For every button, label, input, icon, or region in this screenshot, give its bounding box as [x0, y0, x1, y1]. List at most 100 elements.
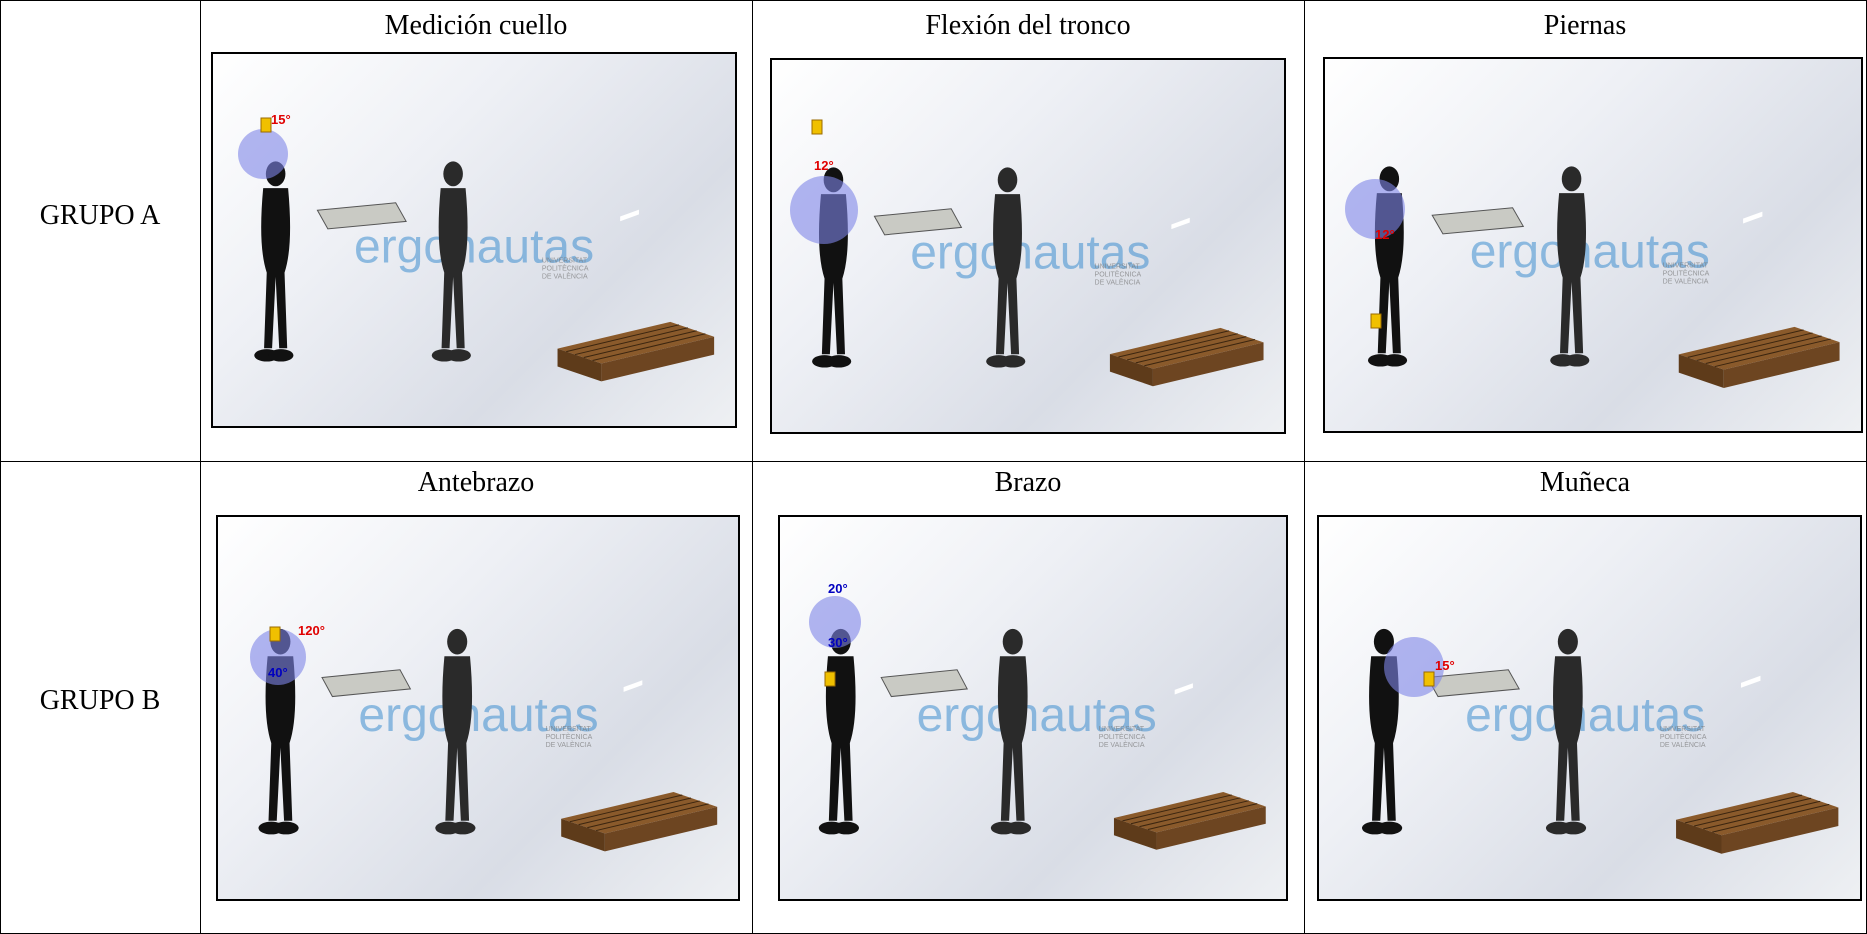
pallet-icon-front — [1723, 342, 1840, 388]
box-icon — [321, 669, 412, 698]
watermark-university: DE VALÈNCIA — [1660, 740, 1706, 749]
angle-circle — [238, 129, 288, 179]
pallet-icon-slat — [1144, 339, 1256, 367]
pallet-icon — [557, 209, 715, 382]
angle-label-secondary: 40° — [268, 665, 288, 680]
pallet-icon-gap — [1174, 683, 1193, 695]
watermark-logo: ergonautas — [917, 689, 1157, 742]
worker-right-figure-foot-right — [449, 821, 476, 835]
pallet-icon-slat — [1122, 794, 1232, 822]
pallet-icon-top — [1109, 327, 1264, 369]
worker-left-figure-foot-right — [833, 821, 859, 835]
pallet-icon-slat — [583, 330, 697, 359]
pallet-icon-gap — [620, 209, 639, 222]
worker-left-figure — [1361, 628, 1403, 835]
caption-forearm: Antebrazo — [417, 467, 535, 498]
pallet-icon-side — [1676, 819, 1722, 854]
watermark-university: UNIVERSITAT — [1660, 726, 1706, 733]
pallet-icon-slat — [1712, 803, 1830, 833]
pallet-icon-slat — [1714, 338, 1831, 368]
table-border-left — [0, 0, 1, 934]
worker-right-figure-body — [993, 194, 1022, 355]
worker-left-figure-body — [825, 656, 856, 821]
pallet-icon-top — [561, 792, 718, 834]
watermark-logo: ergonautas — [1470, 225, 1710, 278]
pallet-icon-slat — [1118, 330, 1230, 358]
pallet-icon-slat — [587, 800, 700, 829]
watermark-university: DE VALÈNCIA — [546, 740, 592, 749]
worker-left-figure — [818, 628, 859, 835]
pallet-icon-slat — [1147, 803, 1258, 831]
worker-right-figure-foot-right — [1000, 355, 1026, 368]
watermark-logo: ergonautas — [358, 689, 598, 742]
worker-left-figure-foot-right — [1382, 354, 1408, 367]
watermark-university: POLITÈCNICA — [1660, 732, 1707, 741]
watermark-logo: ergonautas — [910, 226, 1150, 279]
pallet-icon-slat — [1687, 329, 1804, 358]
joint-marker — [824, 671, 836, 687]
worker-right-figure-head — [447, 628, 468, 655]
pallet-icon-top — [1113, 792, 1266, 833]
row-label-grupo-b: GRUPO B — [39, 685, 161, 716]
worker-left-figure-foot-right — [273, 821, 299, 835]
pallet-icon — [1678, 211, 1840, 388]
worker-right-figure-body — [438, 188, 468, 349]
worker-right-figure-body — [997, 656, 1028, 821]
worker-right-figure-head — [1557, 628, 1578, 655]
pallet-icon-slat — [569, 794, 683, 823]
caption-neck: Medición cuello — [384, 10, 568, 41]
pallet-icon — [561, 680, 718, 852]
worker-right-figure-foot-right — [1005, 821, 1032, 835]
box-icon — [316, 202, 407, 230]
angle-circle — [1345, 179, 1405, 239]
pallet-icon-slat — [1130, 797, 1241, 825]
watermark-university: POLITÈCNICA — [1095, 269, 1142, 278]
worker-right-figure-head — [1561, 166, 1582, 192]
pallet-icon-side — [1113, 817, 1157, 850]
worker-left-figure — [254, 161, 294, 362]
worker-left-figure-foot-right — [268, 349, 294, 362]
angle-circle — [809, 596, 861, 648]
pallet-icon-front — [601, 336, 715, 382]
pallet-icon-slat — [1139, 800, 1249, 828]
table-border-top — [0, 0, 1867, 1]
pallet-icon-slat — [1703, 800, 1821, 830]
pallet-icon-gap — [1740, 675, 1761, 688]
box-icon — [1431, 207, 1525, 235]
pallet-icon-slat — [596, 803, 709, 832]
worker-right-figure — [1550, 166, 1590, 367]
table-col-divider-1 — [200, 0, 201, 934]
caption-wrist: Muñeca — [1539, 467, 1631, 498]
joint-marker — [260, 117, 272, 133]
pallet-icon — [1676, 675, 1839, 854]
joint-marker — [269, 626, 281, 642]
angle-label-secondary: 30° — [828, 635, 848, 650]
worker-right-figure — [435, 628, 476, 835]
worker-right-figure-foot-right — [1560, 821, 1587, 835]
watermark-university: DE VALÈNCIA — [1663, 276, 1709, 285]
pallet-icon-top — [1678, 326, 1840, 370]
caption-arm: Brazo — [994, 467, 1062, 498]
worker-right-figure — [431, 161, 471, 362]
box-icon — [1426, 669, 1520, 698]
table-col-divider-3 — [1304, 0, 1305, 934]
pallet-icon-top — [1676, 792, 1839, 836]
table-col-divider-2 — [752, 0, 753, 934]
worker-right-figure-foot-right — [1564, 354, 1590, 367]
worker-right-figure-body — [1553, 656, 1583, 821]
pallet-icon-front — [1152, 342, 1264, 387]
angle-label: 120° — [298, 623, 325, 638]
worker-right-figure — [1545, 628, 1587, 835]
pallet-icon-front — [1156, 806, 1266, 850]
pallet-icon-slat — [1127, 333, 1238, 361]
angle-circle — [790, 176, 858, 244]
watermark-university: UNIVERSITAT — [1095, 263, 1141, 270]
watermark-logo: ergonautas — [354, 220, 594, 273]
pallet-icon-slat — [1685, 794, 1803, 824]
watermark-university: UNIVERSITAT — [542, 257, 588, 264]
